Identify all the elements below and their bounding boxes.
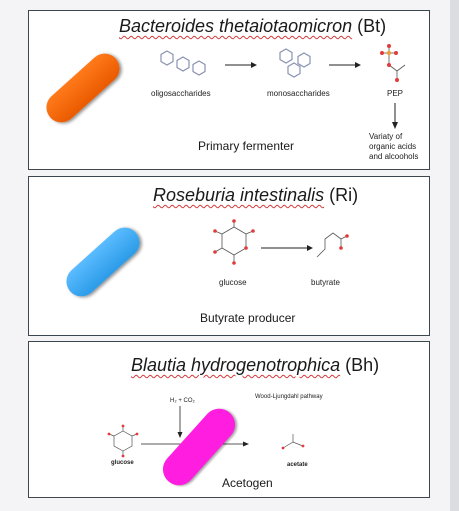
bacterium-ri	[60, 221, 146, 303]
bacterium-bt	[40, 47, 126, 129]
down-arrow-icon	[392, 103, 398, 129]
window-edge	[450, 0, 459, 511]
panel-title: Roseburia intestinalis (Ri)	[153, 185, 359, 205]
label-monosaccharides: monosaccharides	[267, 89, 330, 98]
label-butyrate: butyrate	[311, 278, 340, 287]
label-products: Variaty of organic acids and alcoohols	[369, 132, 419, 161]
panel-blautia: Blautia hydrogenotrophica (Bh) H₂ + CO₂ …	[28, 341, 430, 498]
caption-acetogen: Acetogen	[222, 476, 273, 490]
panel-roseburia: Roseburia intestinalis (Ri) glucose buty…	[28, 176, 430, 336]
label-glucose: glucose	[219, 278, 247, 287]
label-wood-ljungdahl: Wood-Ljungdahl pathway	[255, 394, 323, 400]
panel-title: Bacteroides thetaiotaomicron (Bt)	[119, 16, 387, 36]
glucose-molecule-icon	[213, 219, 255, 265]
label-pep: PEP	[387, 89, 404, 98]
pep-molecule-icon	[380, 44, 406, 82]
monosaccharide-icon	[279, 48, 311, 78]
down-arrow-icon	[177, 406, 183, 438]
arrow-icon	[261, 245, 313, 251]
acetate-molecule-icon	[281, 434, 305, 450]
arrow-icon	[225, 62, 257, 68]
caption-primary-fermenter: Primary fermenter	[198, 139, 295, 153]
label-h2-co2: H₂ + CO₂	[170, 398, 195, 404]
label-glucose: glucose	[111, 460, 134, 466]
butyrate-molecule-icon	[316, 232, 349, 258]
panel-title: Blautia hydrogenotrophica (Bh)	[131, 355, 380, 375]
glucose-molecule-icon	[107, 424, 139, 458]
oligosaccharide-icon	[160, 50, 206, 76]
arrow-icon	[329, 62, 361, 68]
label-oligosaccharides: oligosaccharides	[151, 89, 211, 98]
label-acetate: acetate	[287, 462, 308, 468]
caption-butyrate-producer: Butyrate producer	[200, 311, 296, 325]
panel-bacteroides: Bacteroides thetaiotaomicron (Bt)	[28, 10, 430, 170]
